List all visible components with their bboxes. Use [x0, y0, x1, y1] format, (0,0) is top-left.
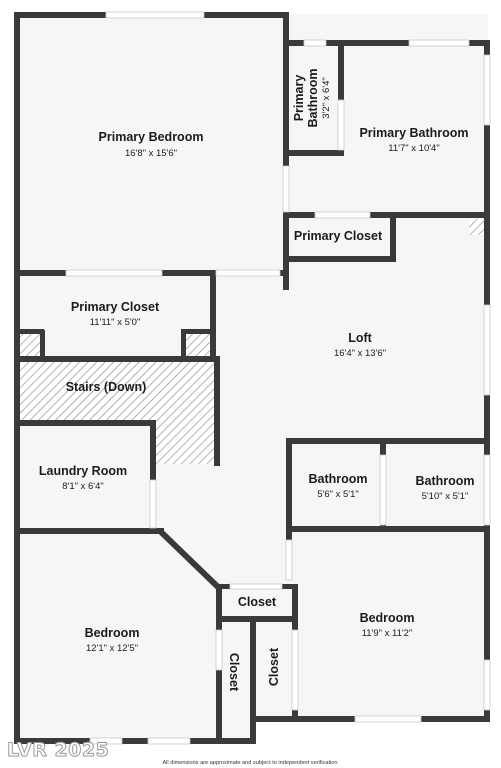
stairs-label: Stairs (Down) — [66, 380, 147, 394]
primary-bathroom-dims: 11'7" x 10'4" — [388, 143, 439, 154]
primary-closet-left-dims: 11'11" x 5'0" — [90, 317, 141, 328]
loft-dims: 16'4" x 13'6" — [334, 348, 386, 359]
openings — [65, 11, 491, 745]
bathroom-2-label: Bathroom — [415, 474, 474, 488]
laundry-dims: 8'1" x 6'4" — [62, 481, 104, 492]
primary-bedroom-label: Primary Bedroom — [99, 130, 204, 144]
bathroom-1-dims: 5'6" x 5'1" — [317, 489, 359, 500]
loft-label: Loft — [348, 331, 372, 345]
bedroom-left-label: Bedroom — [85, 626, 140, 640]
primary-bathroom-label: Primary Bathroom — [359, 126, 468, 140]
exterior-notch — [254, 719, 490, 744]
bathroom-2-dims: 5'10" x 5'1" — [422, 491, 469, 502]
closet-horizontal-label: Closet — [238, 595, 277, 609]
primary-bath-small-dims: 3'2" x 6'4" — [321, 77, 332, 119]
primary-closet-top-label: Primary Closet — [294, 229, 383, 243]
diagonal-wall — [157, 528, 221, 590]
bedroom-left-dims: 12'1" x 12'5" — [86, 643, 138, 654]
primary-bath-small-labels: Primary Bathroom 3'2" x 6'4" — [292, 68, 332, 127]
loft-hatch-corner — [469, 219, 485, 235]
bedroom-right-label: Bedroom — [360, 611, 415, 625]
bathroom-1-label: Bathroom — [308, 472, 367, 486]
closet-hatch-right — [186, 333, 213, 357]
primary-closet-left-label: Primary Closet — [71, 300, 160, 314]
closet-vertical-1-label: Closet — [227, 653, 241, 692]
primary-bath-small-label-1: Primary — [292, 75, 306, 122]
primary-bedroom-dims: 16'8" x 15'6" — [125, 148, 177, 159]
closet-hatch-left — [17, 333, 41, 357]
stairs-hatch-cut — [17, 420, 153, 466]
footer-note: All dimensions are approximate and subje… — [162, 760, 337, 766]
laundry-label: Laundry Room — [39, 464, 127, 478]
watermark: LVR 2025 — [7, 739, 109, 761]
closet-vertical-2-label: Closet — [267, 647, 281, 686]
primary-bath-small-label-2: Bathroom — [306, 68, 320, 127]
bedroom-right-dims: 11'9" x 11'2" — [362, 628, 413, 639]
